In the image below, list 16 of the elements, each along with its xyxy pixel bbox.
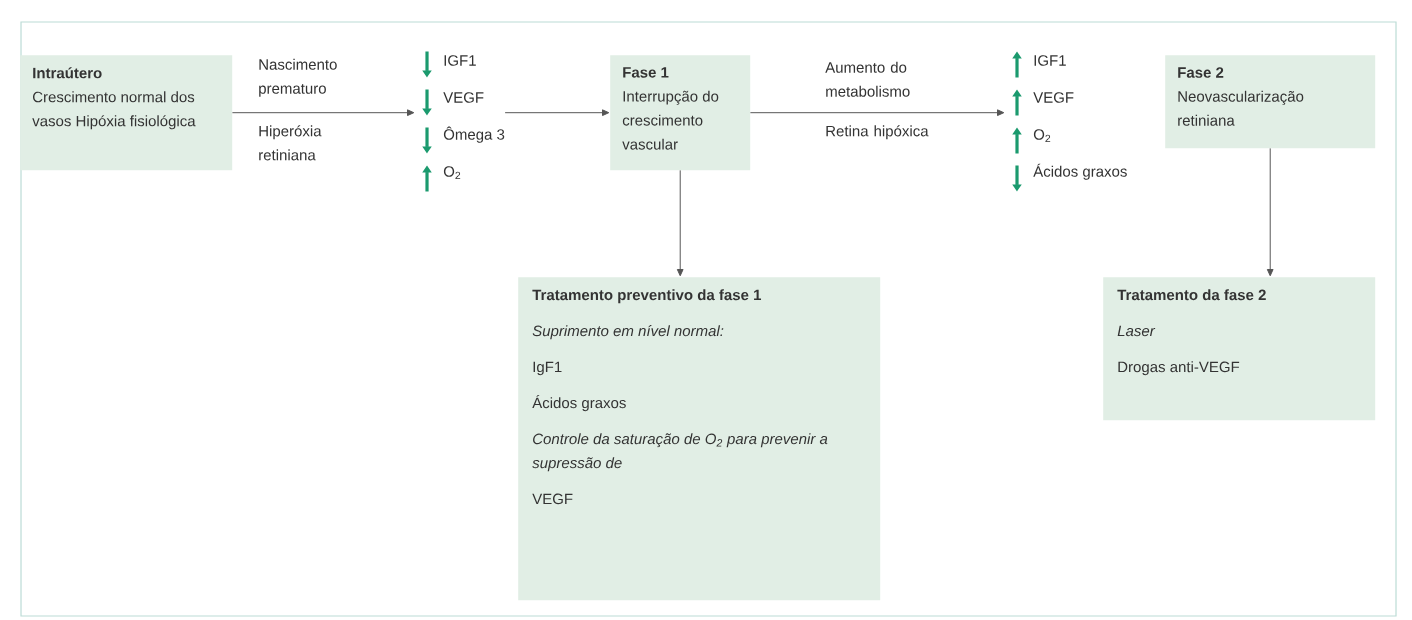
process-box: Tratamento preventivo da fase 1 Suprimento em nível normal: IgF1 Ácidos graxos Controle da saturação de O$_{2}$ para prevenir a supressão de VEGF [518,277,881,601]
condition-text: Hiperóxia retiniana [259,125,322,161]
arrow [504,109,610,117]
edge-label: Nascimento prematuro [259,58,337,97]
arrow [676,169,684,277]
factor-list: IGF1 VEGF O$_{2}$ Ácidos graxos [1033,55,1127,180]
edge-label: Aumento do metabolismo [825,61,910,97]
process-box: Intraútero Crescimento normal dos vasos Hipóxia fisiológica [20,55,233,171]
condition-text: Retina hipóxica [826,125,929,140]
process-box: Fase 1 Interrupção do crescimento vascular [610,55,751,171]
process-box: Tratamento da fase 2 Laser Drogas anti-VEGF [1103,277,1376,421]
arrow [749,109,1005,117]
arrow [1266,147,1274,277]
process-box: Fase 2 Neovascularização retiniana [1165,55,1376,149]
arrow [231,109,415,117]
factor-list: IGF1 VEGF Ômega 3 O$_{2}$ [443,55,505,180]
